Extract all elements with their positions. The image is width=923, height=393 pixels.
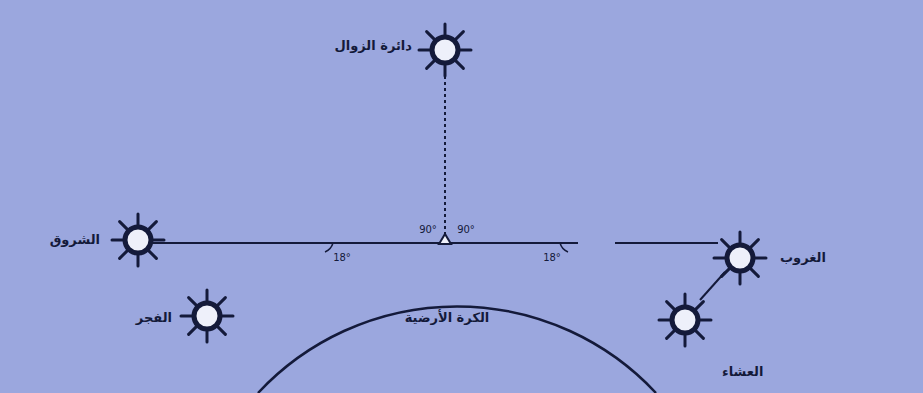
angle-mark bbox=[560, 243, 568, 252]
position-label: الغروب bbox=[780, 250, 826, 266]
angle-mark bbox=[325, 243, 333, 252]
position-label: الشروق bbox=[50, 232, 100, 248]
position-label: دائرة الزوال bbox=[334, 38, 412, 54]
earth-arc bbox=[258, 306, 656, 393]
sunset-sun bbox=[714, 232, 766, 284]
observer-mark bbox=[439, 234, 451, 244]
zenith-line bbox=[444, 76, 446, 236]
zenith-sun bbox=[419, 24, 471, 76]
angle-label: 90° bbox=[457, 224, 475, 236]
angle-label: 18° bbox=[543, 252, 561, 264]
angle-label: 90° bbox=[419, 224, 437, 236]
sunrise-sun bbox=[112, 214, 164, 266]
position-label: العشاء bbox=[722, 364, 763, 380]
fajr-sun bbox=[181, 290, 233, 342]
angle-label: 18° bbox=[333, 252, 351, 264]
position-label: الفجر bbox=[136, 310, 172, 326]
earth-region: الكرة الأرضية bbox=[397, 306, 498, 330]
isha-sun bbox=[659, 294, 711, 346]
horizon-line bbox=[615, 242, 718, 244]
horizon-line bbox=[150, 242, 578, 244]
earth-label: الكرة الأرضية bbox=[405, 310, 490, 326]
